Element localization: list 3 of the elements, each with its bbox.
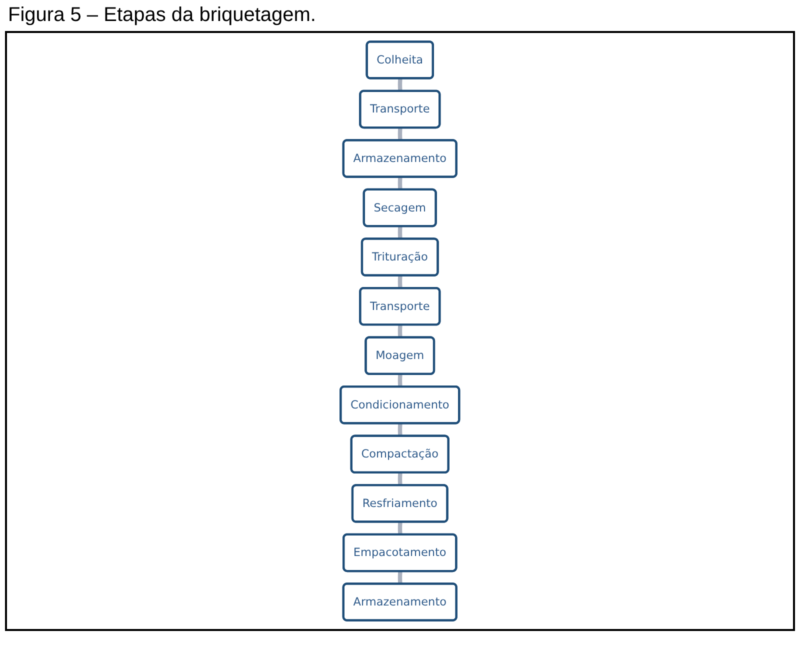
connector [398, 373, 402, 388]
connector [398, 274, 402, 290]
figure-title: Figura 5 – Etapas da briquetagem. [8, 4, 317, 27]
